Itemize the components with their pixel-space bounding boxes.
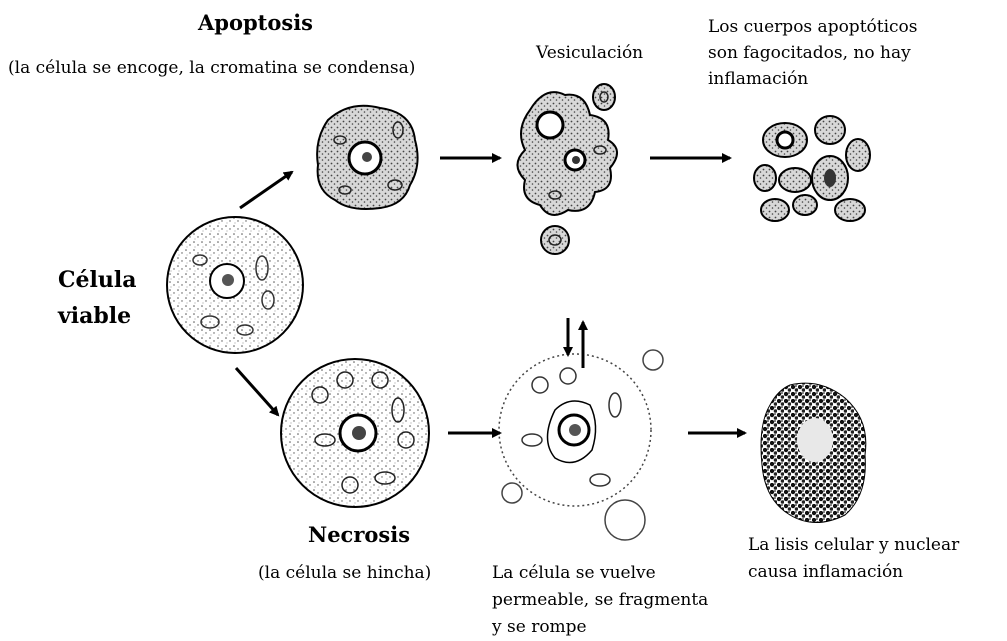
viable-cell [167,217,303,353]
apoptotic-body [593,84,615,110]
arrow-viable-to-apoptosis [240,172,292,208]
phagocytosed-bodies [754,116,870,221]
apoptotic-body [541,226,569,254]
permeable-cell [499,350,663,540]
arrow-viable-to-necrosis [236,368,278,415]
swollen-cell [281,359,429,507]
shrunken-cell [317,106,417,209]
lysed-cell [761,383,866,522]
